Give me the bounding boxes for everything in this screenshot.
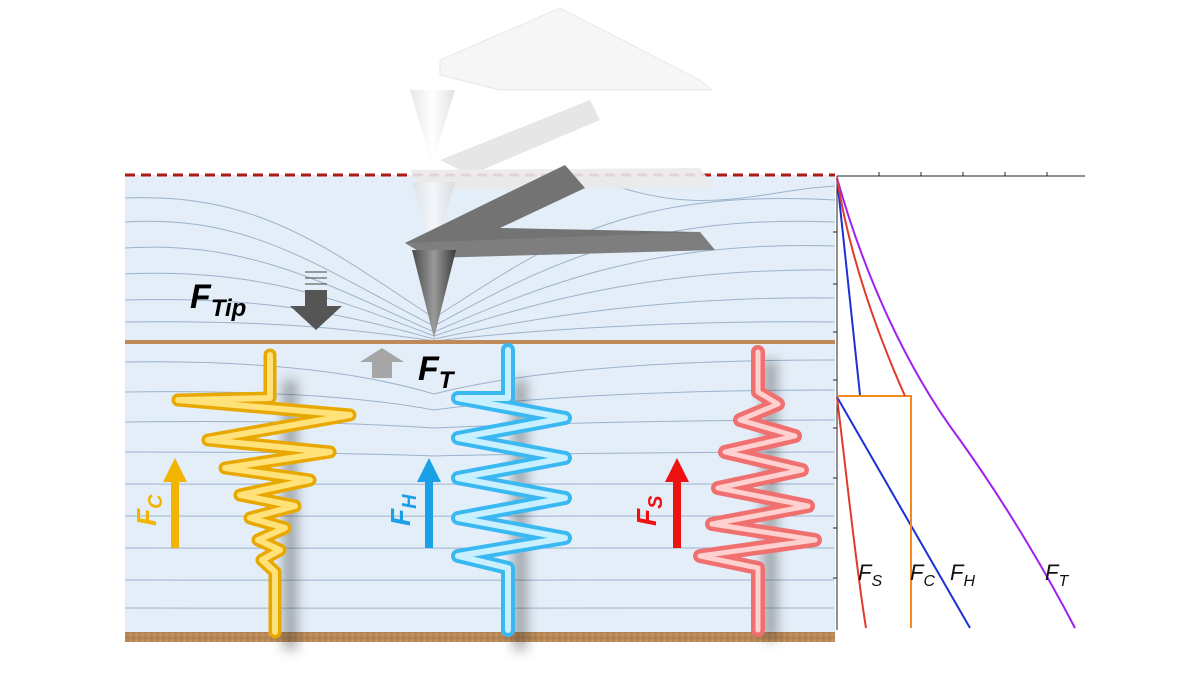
plot-label-fc: FC [910,560,935,590]
label-f-c: FC [131,494,167,526]
curve-fc [837,395,912,628]
curve-fh-upper [836,177,861,396]
spring-c-icon [171,348,357,639]
x-ticks [878,172,1048,176]
plot-curves [836,177,1076,629]
label-f-t: FT [418,350,456,394]
curve-ft [836,177,1076,629]
plot-label-fs: FS [858,560,882,590]
plot-label-ft: FT [1045,560,1069,590]
arrow-h-icon [417,458,441,548]
label-f-s: FS [631,495,667,526]
ghost-cantilever-icon [410,7,715,258]
up-arrow-icon [360,348,404,378]
spring-h-icon [451,343,572,637]
arrow-s-icon [665,458,689,548]
spring-s-icon [693,345,822,637]
tip-force-arrow-icon [290,271,342,330]
curve-fh [836,396,971,629]
curve-fs-upper [836,177,906,397]
label-f-tip: FTip [190,278,246,322]
curve-fs [836,397,867,629]
substrate [125,632,835,642]
arrow-c-icon [163,458,187,548]
membrane-line [125,340,835,344]
label-f-h: FH [385,494,421,526]
plot-label-fh: FH [950,560,975,590]
afm-cantilever-icon [405,165,715,338]
y-ticks [833,231,837,579]
